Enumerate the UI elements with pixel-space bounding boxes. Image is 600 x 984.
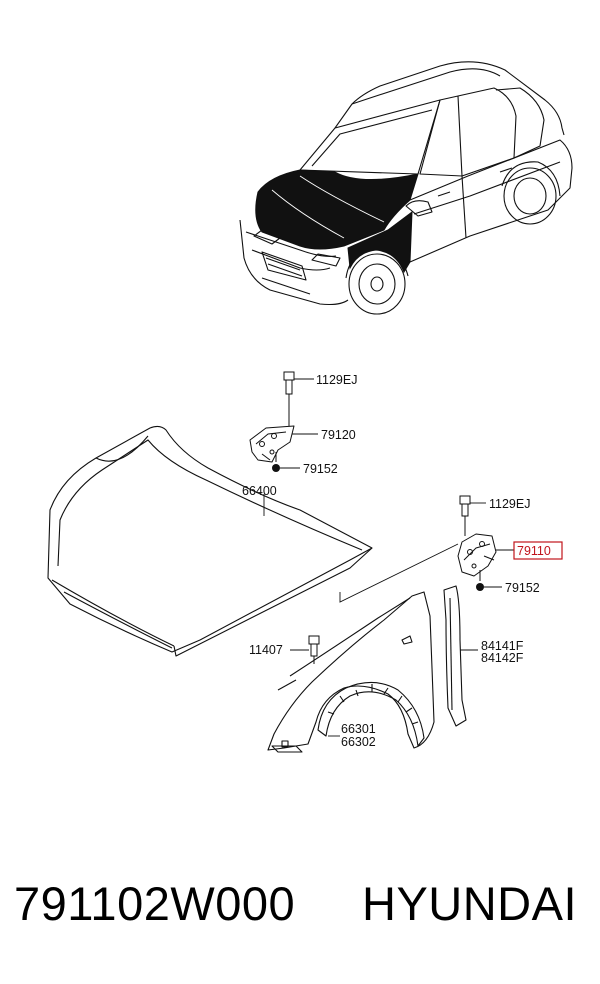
label-bolt-1129ej-right: 1129EJ	[489, 497, 530, 511]
label-liner-66301: 66301	[341, 722, 376, 736]
wheel-liner	[317, 681, 425, 747]
nut-79152-lh	[272, 452, 280, 472]
label-bolt-11407: 11407	[249, 643, 283, 657]
label-moulding-84141f: 84141F	[481, 639, 524, 653]
label-hinge-79110[interactable]: 79110	[517, 544, 551, 558]
part-number: 791102W000	[14, 877, 296, 930]
leader-lines	[263, 378, 514, 737]
label-hood-66400: 66400	[242, 484, 277, 498]
brand-name: HYUNDAI	[362, 877, 578, 930]
label-moulding-84142f: 84142F	[481, 651, 524, 665]
label-liner-66302: 66302	[341, 735, 376, 749]
fender-panel	[267, 591, 435, 753]
vehicle-fender-highlight	[347, 210, 413, 274]
fender-moulding	[443, 585, 467, 727]
bolt-11407	[308, 635, 320, 664]
hinge-rh	[457, 533, 497, 577]
bolt-1129ej-top	[283, 371, 295, 426]
footer-caption: 791102W000 HYUNDAI	[0, 876, 600, 946]
hinge-lh	[249, 425, 295, 463]
vehicle-hood-highlight	[255, 169, 419, 250]
label-nut-79152-lh: 79152	[303, 462, 338, 476]
label-hinge-79110-highlight[interactable]: 79110	[513, 541, 563, 560]
label-bolt-1129ej-top: 1129EJ	[316, 373, 357, 387]
vehicle-illustration	[239, 61, 573, 315]
label-nut-79152-rh: 79152	[505, 581, 540, 595]
hood-panel	[47, 425, 373, 657]
nut-79152-rh	[476, 570, 484, 591]
bolt-1129ej-right	[459, 495, 471, 536]
hood-hinge-guide-line	[339, 543, 459, 603]
label-hinge-79120: 79120	[321, 428, 356, 442]
